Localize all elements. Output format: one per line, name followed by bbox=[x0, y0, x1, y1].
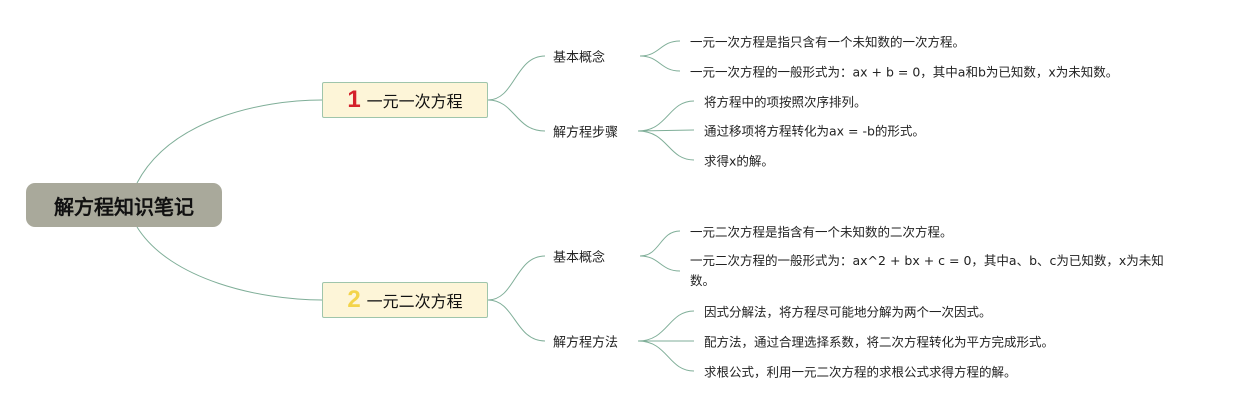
branch-title: 一元二次方程 bbox=[366, 292, 463, 311]
connector bbox=[639, 255, 681, 272]
leaf-node[interactable]: 一元一次方程的一般形式为：ax + b = 0，其中a和b为已知数，x为未知数。 bbox=[690, 64, 1119, 80]
leaf-node[interactable]: 因式分解法，将方程尽可能地分解为两个一次因式。 bbox=[704, 304, 992, 320]
subtopic-node[interactable]: 基本概念 bbox=[553, 50, 606, 66]
leaf-node[interactable]: 一元二次方程是指含有一个未知数的二次方程。 bbox=[690, 224, 953, 240]
connector bbox=[637, 310, 695, 342]
connector bbox=[639, 40, 681, 57]
leaf-node[interactable]: 一元一次方程是指只含有一个未知数的一次方程。 bbox=[690, 34, 966, 50]
connector bbox=[487, 55, 546, 101]
number-badge-icon: 1 bbox=[347, 86, 361, 113]
leaf-node[interactable]: 配方法，通过合理选择系数，将二次方程转化为平方完成形式。 bbox=[704, 334, 1055, 350]
subtopic-node[interactable]: 解方程步骤 bbox=[553, 125, 619, 141]
subtopic-node[interactable]: 基本概念 bbox=[553, 250, 606, 266]
connector bbox=[637, 340, 695, 372]
number-badge-icon: 2 bbox=[347, 286, 361, 313]
root-title: 解方程知识笔记 bbox=[54, 194, 194, 219]
subtopic-node[interactable]: 解方程方法 bbox=[553, 335, 619, 351]
connector bbox=[487, 99, 546, 132]
connector bbox=[639, 55, 681, 72]
leaf-node[interactable]: 求根公式，利用一元二次方程的求根公式求得方程的解。 bbox=[704, 364, 1017, 380]
leaf-node[interactable]: 求得x的解。 bbox=[704, 153, 774, 169]
leaf-node[interactable]: 将方程中的项按照次序排列。 bbox=[704, 94, 867, 110]
connector bbox=[136, 226, 323, 301]
branch-node-2[interactable]: 2 一元二次方程 bbox=[322, 282, 488, 318]
connector bbox=[487, 255, 546, 301]
branch-node-1[interactable]: 1 一元一次方程 bbox=[322, 82, 488, 118]
root-node[interactable]: 解方程知识笔记 bbox=[26, 183, 222, 227]
leaf-node[interactable]: 一元二次方程的一般形式为：ax^2 + bx + c = 0，其中a、b、c为已… bbox=[690, 253, 1164, 288]
connector bbox=[487, 299, 546, 342]
connector bbox=[637, 130, 695, 161]
connector bbox=[136, 99, 323, 184]
connector bbox=[637, 129, 695, 132]
connector bbox=[639, 230, 681, 257]
connector bbox=[637, 100, 695, 132]
leaf-node[interactable]: 通过移项将方程转化为ax = -b的形式。 bbox=[704, 123, 925, 139]
branch-title: 一元一次方程 bbox=[366, 92, 463, 111]
